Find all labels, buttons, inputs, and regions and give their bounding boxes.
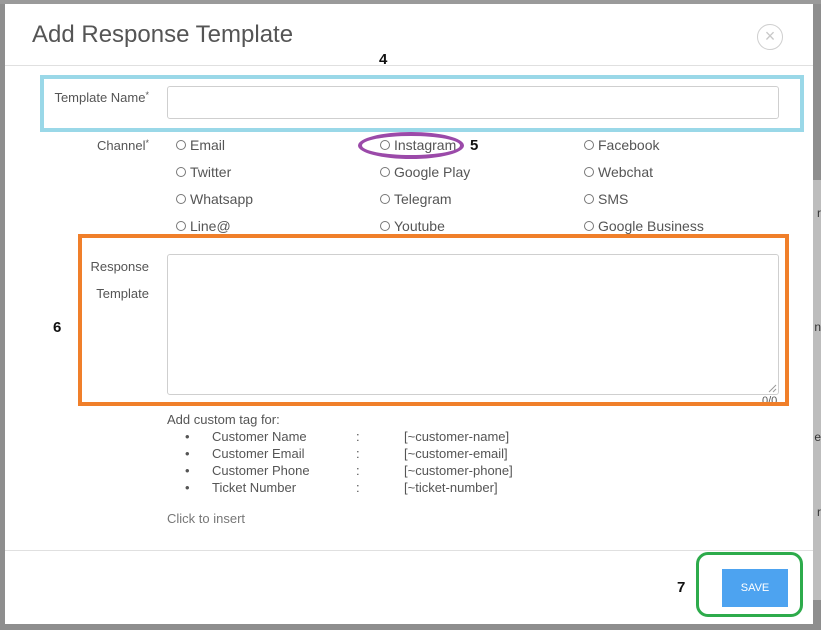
channel-option-label: Youtube: [394, 218, 445, 234]
bullet: •: [185, 480, 190, 495]
tag-name: Customer Name: [212, 429, 307, 444]
tag-name: Ticket Number: [212, 480, 297, 495]
tag-separator: :: [356, 463, 360, 478]
annotation-number-4: 4: [379, 51, 388, 68]
background-edge-text: r: [817, 505, 821, 519]
channel-option-email[interactable]: Email: [176, 137, 225, 153]
tag-name: Customer Phone: [212, 463, 310, 478]
channel-option-google-play[interactable]: Google Play: [380, 164, 470, 180]
channel-option-webchat[interactable]: Webchat: [584, 164, 653, 180]
channel-label-text: Channel: [97, 138, 146, 153]
bullet: •: [185, 463, 190, 478]
channel-option-label: Telegram: [394, 191, 452, 207]
radio-circle-icon[interactable]: [176, 194, 186, 204]
tag-separator: :: [356, 446, 360, 461]
channel-option-twitter[interactable]: Twitter: [176, 164, 231, 180]
channel-option-label: Google Business: [598, 218, 704, 234]
save-button[interactable]: SAVE: [722, 569, 788, 607]
channel-option-sms[interactable]: SMS: [584, 191, 628, 207]
close-icon[interactable]: ×: [757, 24, 783, 50]
background-edge-text: n: [814, 320, 821, 334]
tag-code-customer-name[interactable]: [~customer-name]: [404, 429, 510, 444]
channel-option-label: Email: [190, 137, 226, 153]
radio-circle-icon[interactable]: [176, 221, 186, 231]
radio-circle-icon[interactable]: [584, 221, 594, 231]
radio-circle-icon[interactable]: [584, 140, 594, 150]
channel-option-telegram[interactable]: Telegram: [380, 191, 452, 207]
bullet: •: [185, 446, 190, 461]
response-template-label-line2: Template: [96, 286, 149, 301]
channel-label: Channel*: [65, 138, 149, 153]
click-to-insert-hint: Click to insert: [167, 511, 246, 526]
channel-option-whatsapp[interactable]: Whatsapp: [176, 191, 253, 207]
channel-option-label: Google Play: [394, 164, 471, 180]
channel-option-label: SMS: [598, 191, 629, 207]
channel-option-facebook[interactable]: Facebook: [584, 137, 659, 153]
resize-handle-icon[interactable]: [768, 384, 777, 393]
required-mark: *: [145, 138, 149, 148]
channel-option-line[interactable]: Line@: [176, 218, 231, 234]
tag-code-customer-phone[interactable]: [~customer-phone]: [404, 463, 513, 478]
tag-code-customer-email[interactable]: [~customer-email]: [404, 446, 508, 461]
annotation-ellipse-instagram: [358, 132, 464, 159]
modal-header: Add Response Template ×: [5, 4, 813, 66]
custom-tag-heading: Add custom tag for:: [167, 412, 280, 427]
background-edge-text: r: [817, 206, 821, 220]
template-name-label-text: Template Name: [54, 90, 146, 105]
response-template-textarea[interactable]: [167, 254, 779, 395]
radio-circle-icon[interactable]: [584, 167, 594, 177]
footer-divider: [5, 550, 813, 551]
backdrop-strip: [0, 0, 821, 4]
channel-option-google-business[interactable]: Google Business: [584, 218, 704, 234]
response-template-label-line1: Response: [90, 259, 149, 274]
add-response-template-modal: Add Response Template × 4 5 6 7 Template…: [5, 4, 813, 624]
annotation-box-response-template: [78, 234, 789, 406]
channel-option-label: Whatsapp: [190, 191, 254, 207]
channel-option-label: Line@: [190, 218, 231, 234]
channel-option-label: Facebook: [598, 137, 660, 153]
annotation-number-5: 5: [470, 137, 479, 154]
radio-circle-icon[interactable]: [584, 194, 594, 204]
channel-option-youtube[interactable]: Youtube: [380, 218, 445, 234]
tag-name: Customer Email: [212, 446, 305, 461]
bullet: •: [185, 429, 190, 444]
required-mark: *: [145, 90, 149, 100]
channel-option-label: Webchat: [598, 164, 653, 180]
tag-separator: :: [356, 429, 360, 444]
radio-circle-icon[interactable]: [380, 194, 390, 204]
annotation-number-6: 6: [53, 319, 62, 336]
template-name-input[interactable]: [167, 86, 779, 119]
annotation-box-save: [696, 552, 803, 617]
modal-title: Add Response Template: [32, 21, 294, 48]
radio-circle-icon[interactable]: [380, 221, 390, 231]
background-page-edge: [813, 180, 821, 600]
radio-circle-icon[interactable]: [380, 167, 390, 177]
template-name-label: Template Name*: [35, 90, 149, 105]
channel-option-label: Twitter: [190, 164, 232, 180]
background-edge-text: e: [814, 430, 821, 444]
annotation-number-7: 7: [677, 579, 686, 596]
radio-circle-icon[interactable]: [176, 140, 186, 150]
tag-separator: :: [356, 480, 360, 495]
annotation-box-template-name: [40, 75, 804, 132]
tag-code-ticket-number[interactable]: [~ticket-number]: [404, 480, 498, 495]
radio-circle-icon[interactable]: [176, 167, 186, 177]
